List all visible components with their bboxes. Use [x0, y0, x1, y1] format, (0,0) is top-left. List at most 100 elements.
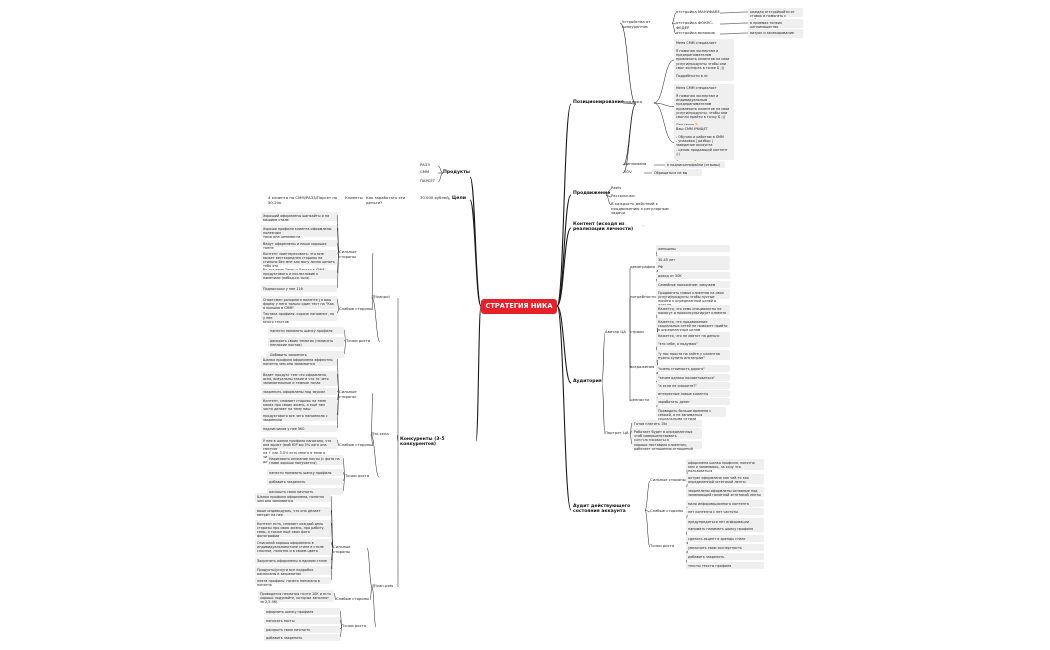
competitor-c2-points-item[interactable]: Нарисовать описание посты (с фото на гла… [267, 455, 343, 465]
competitor-c3-strong-item[interactable]: ваше индивидуаль, что она делает метрит … [255, 507, 331, 517]
goals-note[interactable]: 4 клиента на СММ/РАЗЗ/Парсет по 50-20к [268, 195, 338, 205]
competitor-c1-points-item[interactable]: двиорать своих тематик (написать неплохи… [268, 337, 344, 347]
avatar-needs[interactable]: потребности [630, 294, 656, 299]
positioning-diploma[interactable]: дипломана [624, 161, 647, 166]
audit-weak-item[interactable]: нет контента с нет частоты [686, 508, 764, 515]
competitor-c1[interactable]: @ivanpol [372, 294, 390, 299]
positioning-competitors[interactable]: Устройства от конкурентов [622, 19, 651, 29]
competitor-c3-points-item[interactable]: добавить закрепить [264, 634, 340, 641]
sales-card[interactable]: Меня СММ специалист Я помогаю экспертам … [674, 39, 734, 81]
competitor-c2-strong-item[interactable]: Контент, снимает сторизы на теме каких п… [261, 397, 337, 412]
competitor-c3-points-item[interactable]: раскрыть свою личность [264, 626, 340, 633]
competitor-c3-strong[interactable]: Сильные стороны [333, 544, 351, 554]
competitor-c3-weak[interactable]: Слабые стороны [336, 596, 370, 601]
audit-weak-item[interactable]: мало информационного контента [686, 500, 764, 507]
product-item[interactable]: ПАРСЕТ [420, 178, 436, 183]
promotion-item[interactable]: В каждость действий к продвижению к регу… [611, 201, 669, 215]
competitor-c2-points-item[interactable]: нанести нанимать шапку профиля [267, 469, 343, 476]
competitor-c3-strong-item[interactable]: Описаний хорошо оформлено в индивидуальн… [255, 539, 331, 555]
competitor-c1-strong[interactable]: Сильные стороны [339, 249, 357, 259]
main-topic-positioning[interactable]: Позиционирование [573, 100, 625, 105]
audit-points-item[interactable]: нанимать нанимать шапку профиля [686, 525, 764, 532]
competitor-item[interactable]: отстройка ФОКУС-ФЕДЕР [676, 20, 714, 30]
competitor-c2[interactable]: @ni.seria [371, 431, 389, 436]
competitor-c1-weak[interactable]: Слабые стороны [339, 306, 373, 311]
portrait-item[interactable]: Готов платить 15к [632, 420, 702, 427]
avatar-fears[interactable]: страхи [630, 329, 644, 334]
competitor-c2-strong[interactable]: Сильные стороны [339, 389, 357, 399]
audit-points-item[interactable]: тексты тексты профиля [686, 562, 764, 569]
root-node[interactable]: СТРАТЕГИЯ НИКА [481, 299, 557, 314]
avatar-objections-item[interactable]: "а если не сможете?" [656, 382, 730, 389]
main-topic-competitors[interactable]: Конкуренты (3-5 конкурентов) [400, 437, 445, 448]
competitor-c1-points[interactable]: Точки роста [346, 338, 371, 343]
competitor-c2-strong-item[interactable]: Ведет продукт тем что оформлено, ясно, в… [261, 371, 337, 386]
audit-points[interactable]: Точки роста [650, 543, 675, 548]
tov-note[interactable]: Обращаться на вы [652, 169, 702, 176]
promotion-item[interactable]: Рассылочки [611, 193, 635, 198]
audit-weak-item[interactable]: предупредиться нет информации [686, 518, 764, 525]
competitor-c1-weak-item[interactable]: Спортсмен разорного воленте | в ваш форм… [261, 296, 337, 310]
main-topic-goals[interactable]: Цели [452, 196, 466, 201]
diploma-note[interactable]: в подписьннофайли (отзывы) [665, 161, 725, 168]
avatar-needs-item[interactable]: Продвигать новых клиентов на свои услуги… [656, 289, 730, 307]
competitor-c2-points[interactable]: Точки роста [345, 473, 370, 478]
competitor-c1-strong-item[interactable]: Хорошо профиля клиента оформлены полезны… [261, 225, 337, 239]
competitor-c2-strong-item[interactable]: подписчиков у нее 5K0 [261, 425, 337, 432]
audience-portrait[interactable]: Портрет ЦА [605, 430, 629, 435]
competitor-c1-strong-item[interactable]: Контент заинтересовать: что мне может ве… [261, 250, 337, 272]
positioning-sales[interactable]: продажа [624, 99, 642, 104]
competitor-c3-strong-item[interactable]: Контент есть, снимает каждый день сториз… [255, 520, 331, 538]
competitor-c2-points-item[interactable]: раскрыть свою личность [267, 488, 343, 495]
main-topic-audience[interactable]: Аудитория [573, 379, 602, 384]
audit-strong[interactable]: Сильные стороны [650, 477, 686, 482]
goals-value[interactable]: 70 000 рублей [420, 195, 449, 200]
competitor-c3-points[interactable]: Точки роста [342, 623, 367, 628]
competitor-c3-weak-item[interactable]: Проводится несмотря почти 10К и есть хор… [258, 590, 334, 604]
competitor-c2-strong-item[interactable]: Шапка профиля оформлена эффектно, понятн… [261, 356, 337, 366]
audit-points-item[interactable]: сделать акцент в аренды стиле [686, 535, 764, 542]
audit-strong-item[interactable]: актуал оформлена как чей-то как определе… [686, 474, 764, 484]
avatar-objections-item[interactable]: "очень стоимость дорого" [656, 365, 730, 372]
competitor-c1-strong-item[interactable]: продуктового и послесловие к наметили (н… [261, 270, 337, 280]
competitor-c3-strong-item[interactable]: Продукты/услуги все подробно расписаны в… [255, 566, 331, 576]
competitor-c2-weak-item[interactable]: У нее в шапке профиля написано, что она … [261, 437, 337, 464]
competitor-c3-points-item[interactable]: оформить шапку профиля [264, 608, 340, 615]
competitor-c1-strong-item[interactable]: Ведут оформлены и пиши хорошая тонне [261, 240, 337, 250]
competitor-item[interactable]: отстройка визажик [676, 30, 716, 35]
goals-how[interactable]: Как заработать эти деньги? [366, 195, 406, 205]
competitor-c2-points-item[interactable]: добавить закрепить [267, 478, 343, 485]
competitor-note[interactable]: визуал и заинкаривание [748, 29, 803, 38]
avatar-demo-item[interactable]: женщины [656, 245, 730, 252]
avatar-fears-item[interactable]: Кажется, что семь специалисты не помогут… [656, 305, 730, 315]
competitor-c3-points-item[interactable]: написать посты [264, 617, 340, 624]
portrait-item[interactable]: Работает будет в определенных чтоб совер… [632, 428, 702, 442]
audit-points-item[interactable]: увеличить свою экспертность [686, 544, 764, 551]
avatar-objections-item[interactable]: "это себе, я подумаю" [656, 340, 730, 347]
goals-clients[interactable]: Клиенты [345, 195, 363, 200]
avatar-fears-item[interactable]: Кажется, что не хватит на деньги [656, 332, 730, 342]
avatar-demo-item[interactable]: 30-45 лет [656, 256, 730, 263]
product-item[interactable]: РАЗЗ [420, 162, 430, 167]
competitor-c3-strong-item[interactable]: нехта профиль: ничего написано в понятно [255, 577, 331, 587]
audience-avatar[interactable]: Аватар ЦА [605, 329, 626, 334]
competitor-c1-strong-item[interactable]: Подписчики у нее 116 [261, 285, 337, 292]
audit-points-item[interactable]: добавить закрепить [686, 553, 764, 560]
main-topic-promotion[interactable]: Продвижение [573, 191, 611, 196]
avatar-fears-item[interactable]: Кажется, что продвижение социальных сете… [656, 318, 730, 332]
avatar-values[interactable]: ценности [630, 397, 649, 402]
competitor-c1-points-item[interactable]: нанести нанимать шапку профиля [268, 327, 344, 334]
promotion-item[interactable]: Reels [611, 185, 622, 190]
main-topic-content[interactable]: Контент (исходя из реализации личности) [573, 222, 634, 233]
avatar-values-item[interactable]: интересные новые клиенты [656, 390, 730, 397]
portrait-item[interactable]: хорошо поставило клиентом, работает отно… [632, 441, 702, 451]
competitor-c1-weak-item[interactable]: Тактика профиля: короче напомнит, но у н… [261, 310, 337, 324]
audit-strong-item[interactable]: закреплены оформлены основные под занима… [686, 487, 764, 497]
competitor-note[interactable]: каждая отстройкойти от ставок и помогать… [748, 8, 803, 22]
avatar-objections[interactable]: возражения [630, 364, 655, 369]
avatar-demo-item[interactable]: доход от 50K [656, 272, 730, 279]
audit-weak[interactable]: Слабые стороны [650, 508, 684, 513]
sales-card[interactable]: Ваш СММ УЧИЦЕТ - Обучаю и работаю в SMM … [674, 125, 734, 164]
competitor-note[interactable]: в приемах тонких ценниквщество [748, 19, 803, 29]
avatar-values-item[interactable]: Проводить больше времени с семьей, а не … [656, 407, 726, 421]
